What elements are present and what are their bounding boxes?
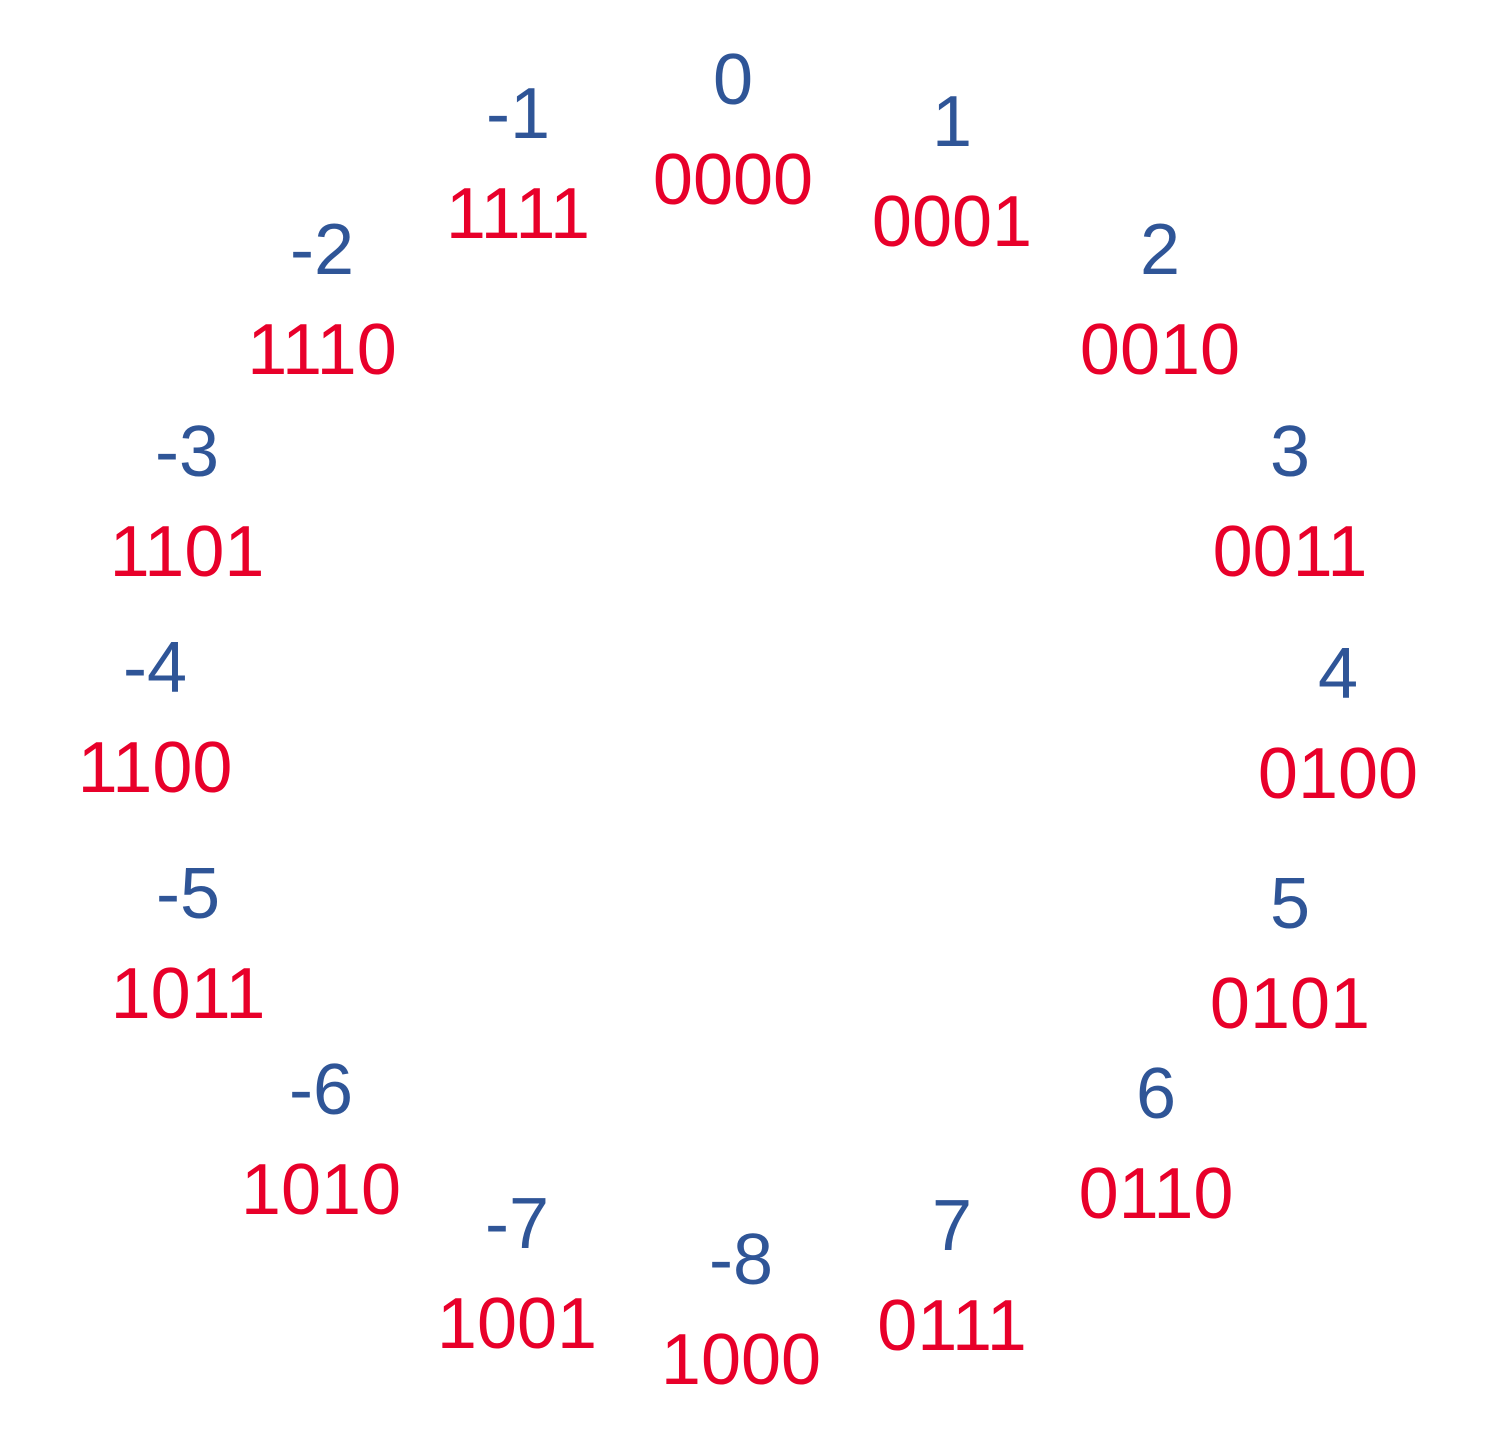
binary-value: 0000	[652, 140, 814, 220]
decimal-value: -4	[122, 628, 188, 708]
binary-value: 1001	[436, 1284, 598, 1364]
entry-2: 2 0010	[1040, 214, 1280, 386]
binary-value: 0011	[1212, 512, 1368, 592]
decimal-value: 3	[1269, 412, 1311, 492]
entry-7: 7 0111	[832, 1190, 1072, 1362]
entry-12: -4 1100	[35, 632, 275, 804]
binary-value: 0111	[877, 1286, 1027, 1366]
decimal-value: 5	[1269, 864, 1311, 944]
binary-value: 0100	[1257, 734, 1419, 814]
binary-value: 1110	[247, 310, 397, 390]
decimal-value: -3	[154, 412, 220, 492]
decimal-value: -8	[708, 1220, 774, 1300]
entry-0: 0 0000	[613, 44, 853, 216]
decimal-value: -2	[289, 210, 355, 290]
decimal-value: 1	[931, 82, 973, 162]
entry-6: 6 0110	[1036, 1058, 1276, 1230]
decimal-value: 2	[1139, 210, 1181, 290]
entry-11: -5 1011	[68, 858, 308, 1030]
decimal-value: 7	[931, 1186, 973, 1266]
decimal-value: -6	[288, 1050, 354, 1130]
binary-value: 0110	[1078, 1154, 1234, 1234]
decimal-value: -7	[484, 1184, 550, 1264]
entry-8: -8 1000	[621, 1224, 861, 1396]
entry-1: 1 0001	[832, 86, 1072, 258]
decimal-value: -5	[155, 854, 221, 934]
entry-3: 3 0011	[1170, 416, 1410, 588]
binary-value: 0101	[1209, 964, 1371, 1044]
binary-value: 1101	[109, 512, 265, 592]
binary-value: 1011	[110, 954, 266, 1034]
entry-5: 5 0101	[1170, 868, 1410, 1040]
decimal-value: -1	[485, 74, 551, 154]
binary-value: 1010	[240, 1150, 402, 1230]
entry-13: -3 1101	[67, 416, 307, 588]
entry-10: -6 1010	[201, 1054, 441, 1226]
decimal-value: 0	[712, 40, 754, 120]
entry-9: -7 1001	[397, 1188, 637, 1360]
decimal-value: 6	[1135, 1054, 1177, 1134]
binary-value: 0001	[871, 182, 1033, 262]
binary-value: 1111	[445, 174, 591, 254]
entry-4: 4 0100	[1218, 638, 1458, 810]
decimal-value: 4	[1317, 634, 1359, 714]
entry-14: -2 1110	[202, 214, 442, 386]
binary-value: 1000	[660, 1320, 822, 1400]
entry-15: -1 1111	[398, 78, 638, 250]
binary-value: 0010	[1079, 310, 1241, 390]
binary-value: 1100	[77, 728, 233, 808]
